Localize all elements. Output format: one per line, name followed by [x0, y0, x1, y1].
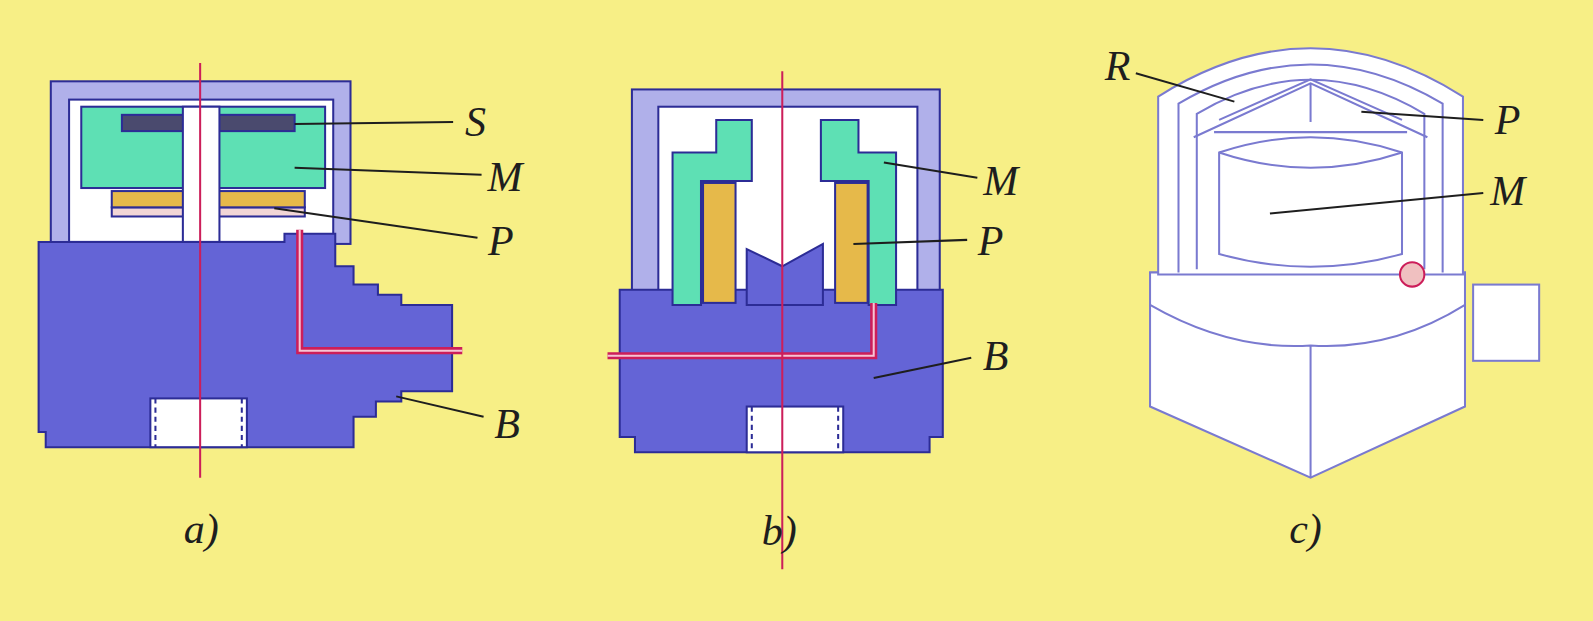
delta-shear-accelerometer-part: [1219, 137, 1402, 267]
part-letter: M: [487, 156, 522, 198]
delta-shear-accelerometer-part: [1310, 346, 1312, 478]
compression-accelerometer: [39, 63, 463, 478]
compression-accelerometer-part: [199, 63, 201, 478]
leader-lines-part: [853, 240, 967, 244]
delta-shear-accelerometer-part: [1150, 305, 1465, 346]
figure-caption: c): [1289, 508, 1322, 550]
figure-caption: b): [762, 510, 797, 552]
shear-accelerometer-part: [821, 120, 896, 305]
delta-shear-accelerometer-part: [1197, 80, 1425, 270]
part-letter: B: [494, 403, 520, 445]
part-letter: M: [1490, 170, 1525, 212]
part-letter: P: [1495, 99, 1521, 141]
part-letter: S: [465, 101, 486, 143]
delta-shear-accelerometer-part: [1158, 48, 1463, 274]
shear-accelerometer-part: [837, 407, 839, 453]
compression-accelerometer-part: [150, 398, 247, 447]
shear-accelerometer-part: [608, 303, 874, 356]
leader-lines-part: [295, 168, 482, 175]
leader-lines-part: [396, 396, 483, 416]
leader-lines-part: [295, 122, 453, 124]
part-letter: P: [488, 220, 514, 262]
compression-accelerometer-part: [300, 230, 463, 351]
delta-shear-accelerometer-part: [1310, 83, 1312, 122]
delta-shear-accelerometer-part: [1178, 65, 1442, 273]
leader-lines-part: [1136, 73, 1235, 101]
leader-lines-part: [274, 208, 477, 237]
delta-shear-accelerometer-part: [1473, 285, 1539, 361]
delta-shear-accelerometer: [1150, 48, 1539, 477]
delta-shear-accelerometer-part: [1400, 262, 1424, 286]
leader-lines: [274, 73, 1483, 417]
part-letter: P: [978, 220, 1004, 262]
delta-shear-accelerometer-part: [1150, 272, 1465, 477]
compression-accelerometer-part: [241, 398, 243, 447]
leader-lines-part: [1361, 112, 1483, 120]
leader-lines-part: [884, 163, 977, 178]
part-letter: R: [1105, 45, 1131, 87]
shear-accelerometer-part: [751, 407, 753, 453]
part-letter: B: [983, 335, 1009, 377]
shear-accelerometer-part: [703, 183, 736, 303]
shear-accelerometer: [608, 71, 943, 569]
compression-accelerometer-part: [300, 230, 463, 351]
figure-caption: a): [184, 508, 219, 550]
shear-accelerometer-part: [608, 303, 874, 356]
delta-shear-accelerometer-part: [1219, 152, 1402, 167]
compression-accelerometer-part: [154, 398, 156, 447]
shear-accelerometer-part: [781, 71, 783, 569]
delta-shear-accelerometer-part: [1194, 83, 1428, 137]
part-letter: M: [983, 160, 1018, 202]
leader-lines-part: [1270, 193, 1483, 213]
shear-accelerometer-part: [747, 407, 844, 453]
shear-accelerometer-part: [673, 120, 752, 305]
delta-shear-accelerometer-part: [1214, 131, 1407, 133]
compression-accelerometer-part: [39, 234, 452, 447]
leader-lines-part: [874, 358, 972, 378]
shear-accelerometer-part: [747, 244, 823, 305]
